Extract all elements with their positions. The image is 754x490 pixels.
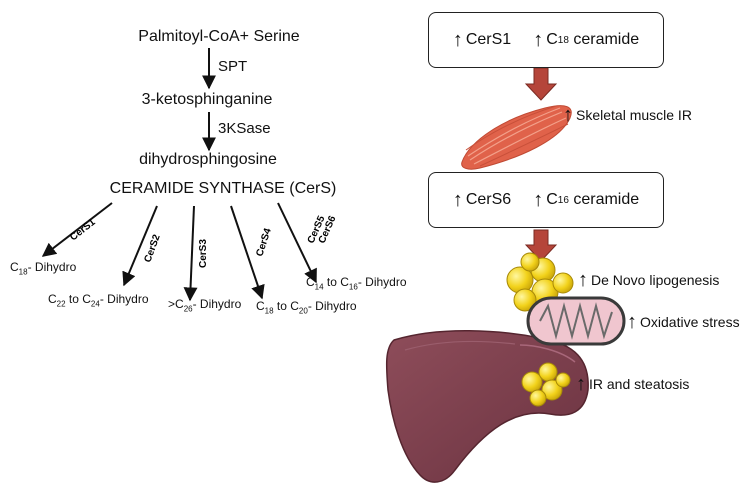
up-arrow-icon: ↑ <box>452 189 463 211</box>
up-arrow-icon: ↑ <box>533 29 544 51</box>
annotation-oxidative-stress: ↑Oxidative stress <box>627 311 740 333</box>
label-cers2: CerS2 <box>142 233 162 264</box>
enzyme-3ksase-label: 3KSase <box>218 120 271 137</box>
cers1-increase: ↑ CerS1 <box>452 29 512 51</box>
label-cers1: CerS1 <box>68 217 98 244</box>
up-arrow-icon: ↑ <box>576 373 586 395</box>
annotation-muscle-ir: ↑Skeletal muscle IR <box>563 104 692 126</box>
annotation-lipogenesis: ↑De Novo lipogenesis <box>578 269 720 291</box>
product-cers2: C22 to C24- Dihydro <box>48 292 149 309</box>
liver-illustration <box>385 329 589 483</box>
product-cers3: >C26- Dihydro <box>168 297 242 314</box>
up-arrow-icon: ↑ <box>578 269 588 291</box>
enzyme-spt-label: SPT <box>218 58 248 75</box>
red-arrow-2 <box>524 229 558 262</box>
arrow-cers56 <box>277 202 317 284</box>
substrate-label: Palmitoyl-CoA+ Serine <box>138 28 300 45</box>
intermediate-ketosphinganine: 3-ketosphinganine <box>141 91 273 108</box>
arrow-cers3 <box>183 205 198 302</box>
intermediate-dihydrosphingosine: dihydrosphingosine <box>139 151 277 168</box>
product-cers1: C18- Dihydro <box>10 260 77 277</box>
up-arrow-icon: ↑ <box>563 104 573 126</box>
annotation-ir-steatosis: ↑IR and steatosis <box>576 373 690 395</box>
cers6-increase: ↑ CerS6 <box>452 189 512 211</box>
fat-droplets-liver <box>521 362 571 407</box>
label-cers3: CerS3 <box>198 239 209 268</box>
arrow-cers2 <box>122 205 158 287</box>
up-arrow-icon: ↑ <box>533 189 544 211</box>
up-arrow-icon: ↑ <box>452 29 463 51</box>
up-arrow-icon: ↑ <box>627 311 637 333</box>
mitochondrion-illustration <box>526 296 626 346</box>
product-cers56: C14 to C16- Dihydro <box>306 275 407 292</box>
ceramide-synthase-label: CERAMIDE SYNTHASE (CerS) <box>109 180 337 197</box>
arrow-cers4 <box>230 205 265 300</box>
muscle-illustration <box>461 105 572 170</box>
red-arrow-1 <box>524 67 558 101</box>
label-cers4: CerS4 <box>254 227 274 258</box>
product-cers4: C18 to C20- Dihydro <box>256 299 357 316</box>
arrow-cers1 <box>41 202 113 257</box>
